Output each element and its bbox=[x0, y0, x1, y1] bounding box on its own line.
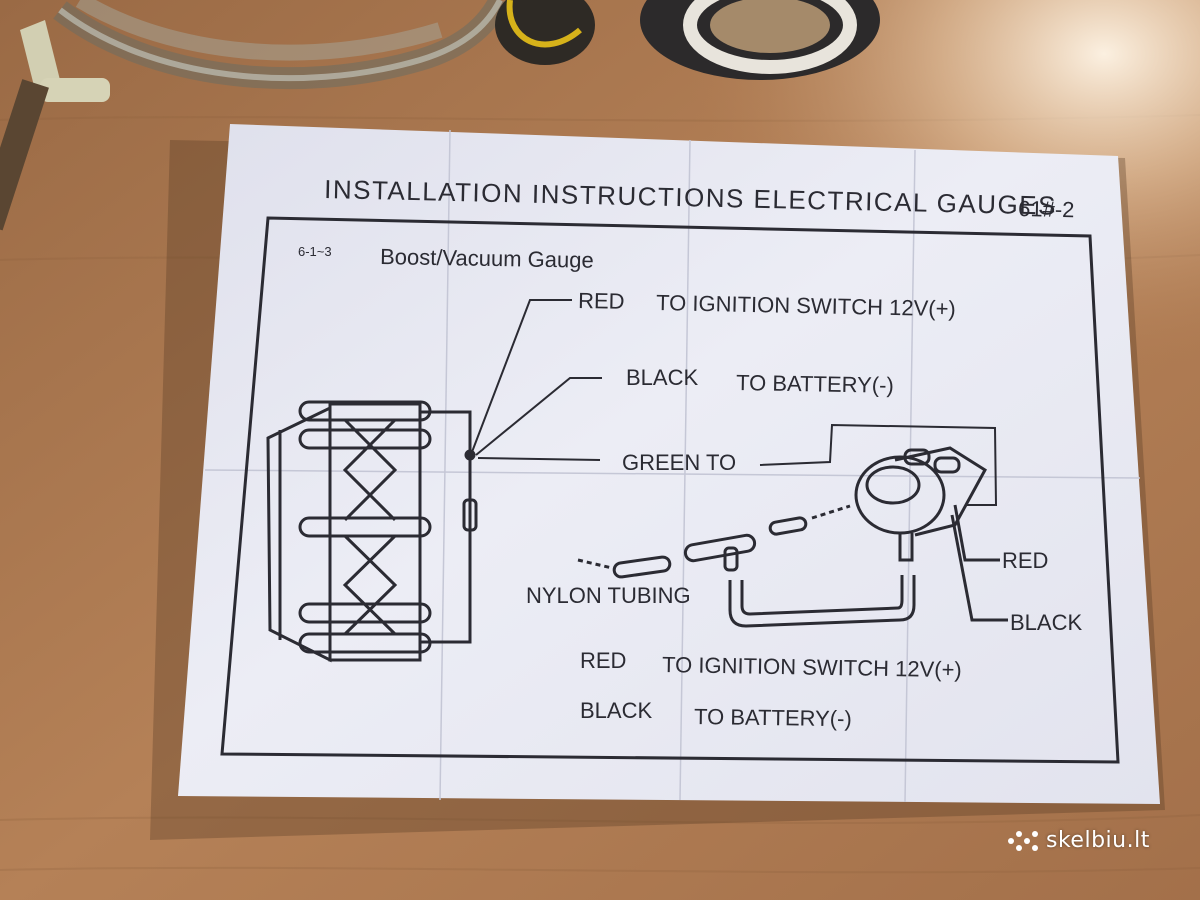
label-red-top: RED bbox=[578, 288, 625, 314]
sender-unit bbox=[854, 446, 1008, 622]
label-black-bottom-dest: TO BATTERY(-) bbox=[694, 704, 852, 731]
label-black-side: BLACK bbox=[1010, 610, 1082, 635]
label-black-top: BLACK bbox=[626, 365, 698, 390]
wire-bundle bbox=[495, 0, 595, 65]
label-red-bottom-dest: TO IGNITION SWITCH 12V(+) bbox=[662, 652, 962, 682]
vacuum-hose bbox=[53, 0, 510, 90]
plastic-connector bbox=[0, 20, 110, 231]
model-number: 6-1~3 bbox=[298, 244, 332, 259]
diagram-border bbox=[220, 216, 1120, 764]
gauge-name: Boost/Vacuum Gauge bbox=[380, 244, 594, 273]
watermark-text: skelbiu.lt bbox=[1046, 828, 1150, 853]
nylon-tubing bbox=[577, 504, 916, 628]
paper-folds bbox=[204, 129, 1141, 803]
label-black-top-dest: TO BATTERY(-) bbox=[736, 370, 894, 398]
label-nylon-tubing: NYLON TUBING bbox=[526, 583, 691, 608]
label-red-bottom: RED bbox=[580, 648, 626, 673]
gauge-body-photo bbox=[640, 0, 880, 80]
watermark: skelbiu.lt bbox=[1008, 828, 1150, 853]
label-red-side: RED bbox=[1002, 548, 1048, 573]
wire-leaders bbox=[471, 299, 998, 506]
sheet-code: 61#-2 bbox=[1018, 196, 1075, 222]
gauge-drawing bbox=[266, 400, 478, 663]
label-green: GREEN TO bbox=[622, 450, 736, 475]
skelbiu-logo-icon bbox=[1008, 829, 1038, 853]
label-black-bottom: BLACK bbox=[580, 698, 652, 723]
